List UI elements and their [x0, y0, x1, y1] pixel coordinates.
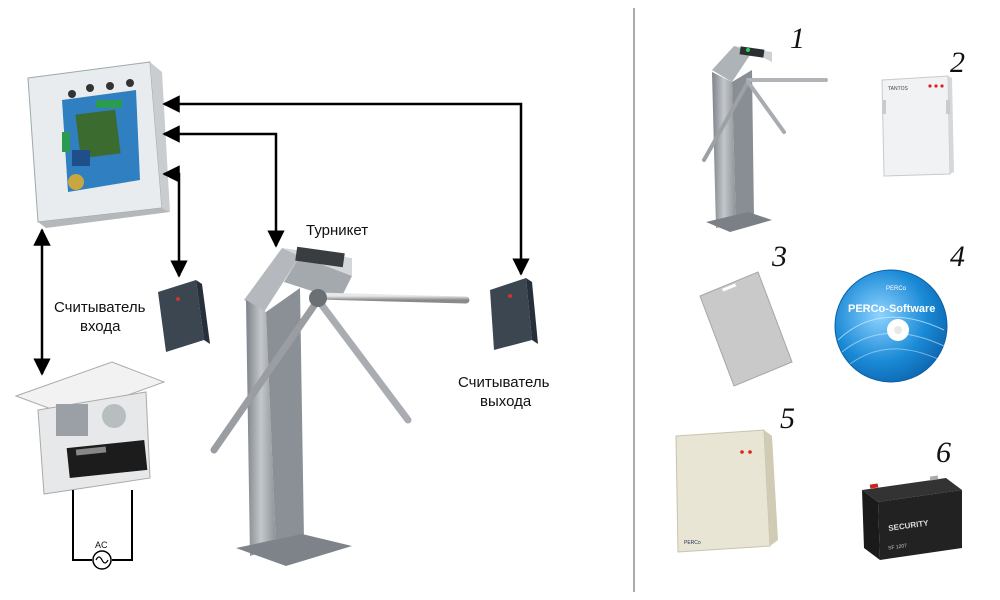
connection-lines	[33, 95, 530, 376]
exit-reader-image	[490, 278, 538, 350]
controller-image	[27, 61, 170, 228]
component-5-power-supply: PERCo	[675, 429, 778, 553]
ac-label: AC	[95, 540, 108, 550]
exit-reader-label-line2: выхода	[480, 393, 532, 410]
small-box-brand: TANTOS	[888, 86, 908, 92]
component-2-small-box: TANTOS	[881, 75, 954, 177]
arrow-controller-exit-reader	[162, 95, 530, 276]
entry-reader-label-line1: Считыватель	[54, 299, 146, 316]
component-number-6: 6	[936, 436, 951, 469]
ac-wiring	[72, 490, 133, 570]
component-6-battery: SECURITY SF 1207	[862, 475, 962, 560]
component-number-5: 5	[780, 402, 795, 435]
entry-reader-label-line2: входа	[80, 318, 121, 335]
psu-brand: PERCo	[684, 540, 701, 546]
component-number-2: 2	[950, 46, 965, 79]
cd-title: PERCo-Software	[848, 303, 935, 315]
entry-reader-image	[158, 280, 210, 352]
component-number-1: 1	[790, 22, 805, 55]
arrow-controller-turnstile	[162, 125, 285, 248]
component-number-4: 4	[950, 240, 965, 273]
turnstile-label: Турникет	[306, 222, 368, 239]
exit-reader-label-line1: Считыватель	[458, 374, 550, 391]
cd-brand: PERCo	[886, 286, 907, 292]
component-4-software-cd: PERCo-Software PERCo	[834, 269, 948, 383]
power-supply-image	[14, 361, 166, 495]
component-3-access-card	[699, 271, 793, 387]
component-number-3: 3	[771, 240, 787, 273]
arrow-controller-entry-reader	[162, 165, 188, 278]
turnstile-image	[210, 246, 470, 566]
component-1-turnstile	[702, 46, 828, 232]
battery-model: SF 1207	[888, 543, 908, 552]
